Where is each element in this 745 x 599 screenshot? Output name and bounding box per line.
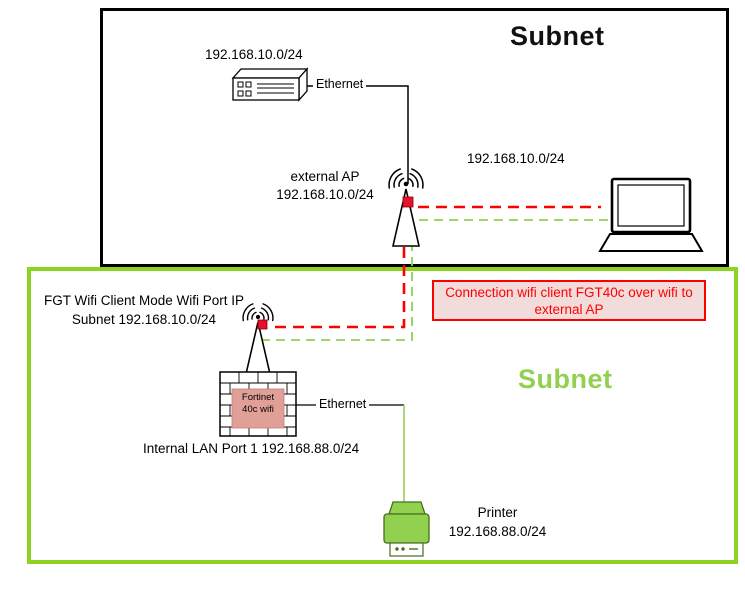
printer-label: Printer 192.168.88.0/24 [430,503,565,541]
ethernet-label-top: Ethernet [313,77,367,91]
fortinet-label-line2: 40c wifi [242,404,274,415]
external-ap-name: external AP [290,169,360,184]
bottom-subnet-title: Subnet [518,364,613,394]
fgt-wifi-client-line2: Subnet 192.168.10.0/24 [71,312,217,327]
laptop-ip-label: 192.168.10.0/24 [467,151,565,166]
switch-ip-label: 192.168.10.0/24 [205,47,303,62]
external-ap-label: external AP 192.168.10.0/24 [250,168,400,204]
fortinet-label-line1: Fortinet [241,392,275,403]
fortinet-label: Fortinet 40c wifi [231,392,285,416]
top-subnet-frame [100,8,729,267]
internal-lan-label: Internal LAN Port 1 192.168.88.0/24 [143,441,360,456]
external-ap-ip: 192.168.10.0/24 [276,187,374,202]
fgt-wifi-client-label: FGT Wifi Client Mode Wifi Port IP Subnet… [29,291,259,329]
fgt-wifi-client-line1: FGT Wifi Client Mode Wifi Port IP [43,293,245,308]
printer-ip: 192.168.88.0/24 [448,524,547,539]
top-subnet-title: Subnet [510,21,605,51]
printer-name: Printer [477,505,518,520]
connection-note: Connection wifi client FGT40c over wifi … [432,280,706,321]
ethernet-label-bottom: Ethernet [316,397,370,411]
